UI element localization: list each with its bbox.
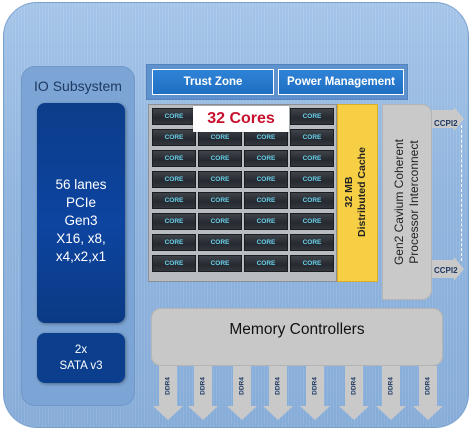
core-tile: CORE bbox=[152, 234, 196, 251]
core-tile: CORE bbox=[290, 108, 334, 125]
ddr4-channel-label: DDR4 bbox=[350, 377, 358, 395]
ddr4-channel-label: DDR4 bbox=[311, 377, 319, 395]
core-tile: CORE bbox=[290, 213, 334, 230]
core-tile: CORE bbox=[198, 171, 242, 188]
core-tile: CORE bbox=[244, 255, 288, 272]
core-tile: CORE bbox=[152, 171, 196, 188]
ddr4-channel-arrow: DDR4 bbox=[227, 366, 257, 420]
ccpi-arrow-bottom bbox=[432, 257, 464, 281]
io-subsystem-title: IO Subsystem bbox=[34, 78, 122, 94]
ddr4-channel-label: DDR4 bbox=[238, 377, 246, 395]
ddr4-channel-arrow: DDR4 bbox=[339, 366, 369, 420]
core-tile: CORE bbox=[198, 234, 242, 251]
ddr4-channel-label: DDR4 bbox=[424, 377, 432, 395]
core-tile: CORE bbox=[290, 255, 334, 272]
ccpi-label-top: CCPI2 bbox=[434, 119, 458, 128]
ddr4-channel-arrow: DDR4 bbox=[300, 366, 330, 420]
core-tile: CORE bbox=[290, 192, 334, 209]
core-tile: CORE bbox=[244, 171, 288, 188]
ddr4-channel-label: DDR4 bbox=[387, 377, 395, 395]
core-tile: CORE bbox=[198, 192, 242, 209]
interconnect-line-2: Processor Interconnect bbox=[407, 140, 421, 264]
core-tile: CORE bbox=[244, 150, 288, 167]
ddr4-channel-label: DDR4 bbox=[164, 377, 172, 395]
ccpi-label-bottom: CCPI2 bbox=[434, 266, 458, 275]
core-tile: CORE bbox=[152, 129, 196, 146]
distributed-cache-label: 32 MB Distributed Cache bbox=[343, 107, 369, 277]
core-tile: CORE bbox=[244, 192, 288, 209]
core-tile: CORE bbox=[198, 150, 242, 167]
sata-line-2: SATA v3 bbox=[59, 360, 103, 372]
core-tile: CORE bbox=[198, 213, 242, 230]
core-tile: CORE bbox=[290, 129, 334, 146]
core-tile: CORE bbox=[152, 108, 196, 125]
ddr4-channel-arrow: DDR4 bbox=[153, 366, 183, 420]
pcie-line-3: Gen3 bbox=[64, 213, 98, 228]
pcie-line-1: 56 lanes bbox=[55, 177, 107, 192]
distributed-cache-block bbox=[337, 104, 378, 282]
ddr4-channel-arrow: DDR4 bbox=[413, 366, 443, 420]
ddr4-channel-label: DDR4 bbox=[274, 377, 282, 395]
pcie-block bbox=[37, 103, 125, 323]
trust-zone-block: Trust Zone bbox=[152, 69, 274, 95]
ccpi-arrow-top bbox=[432, 107, 464, 131]
sata-line-1: 2x bbox=[74, 344, 88, 356]
coherent-interconnect-block bbox=[382, 104, 432, 300]
core-tile: CORE bbox=[152, 192, 196, 209]
cache-size: 32 MB bbox=[343, 176, 355, 208]
ccpi-dashed-link bbox=[461, 125, 463, 261]
pcie-line-5: x4,x2,x1 bbox=[55, 249, 107, 264]
ddr4-channel-arrow: DDR4 bbox=[376, 366, 406, 420]
core-tile: CORE bbox=[290, 150, 334, 167]
memory-controllers-label: Memory Controllers bbox=[229, 321, 365, 338]
core-tile: CORE bbox=[152, 255, 196, 272]
core-tile: CORE bbox=[290, 234, 334, 251]
core-tile: CORE bbox=[198, 255, 242, 272]
memory-controllers-block bbox=[151, 308, 443, 366]
sata-block bbox=[37, 333, 125, 383]
pcie-line-4: X16, x8, bbox=[56, 231, 106, 246]
cores-count-label: 32 Cores bbox=[193, 106, 289, 132]
ddr4-channel-arrow: DDR4 bbox=[263, 366, 293, 420]
pcie-line-2: PCIe bbox=[65, 195, 96, 210]
core-tile: CORE bbox=[244, 234, 288, 251]
coherent-interconnect-label: Gen2 Cavium Coherent Processor Interconn… bbox=[392, 102, 422, 302]
core-tile: CORE bbox=[290, 171, 334, 188]
cache-name: Distributed Cache bbox=[356, 147, 368, 237]
core-tile: CORE bbox=[152, 213, 196, 230]
interconnect-line-1: Gen2 Cavium Coherent bbox=[392, 138, 406, 266]
ddr4-channel-arrow: DDR4 bbox=[188, 366, 218, 420]
ddr4-channel-label: DDR4 bbox=[199, 377, 207, 395]
core-tile: CORE bbox=[152, 150, 196, 167]
core-tile: CORE bbox=[244, 213, 288, 230]
power-management-block: Power Management bbox=[278, 69, 404, 95]
